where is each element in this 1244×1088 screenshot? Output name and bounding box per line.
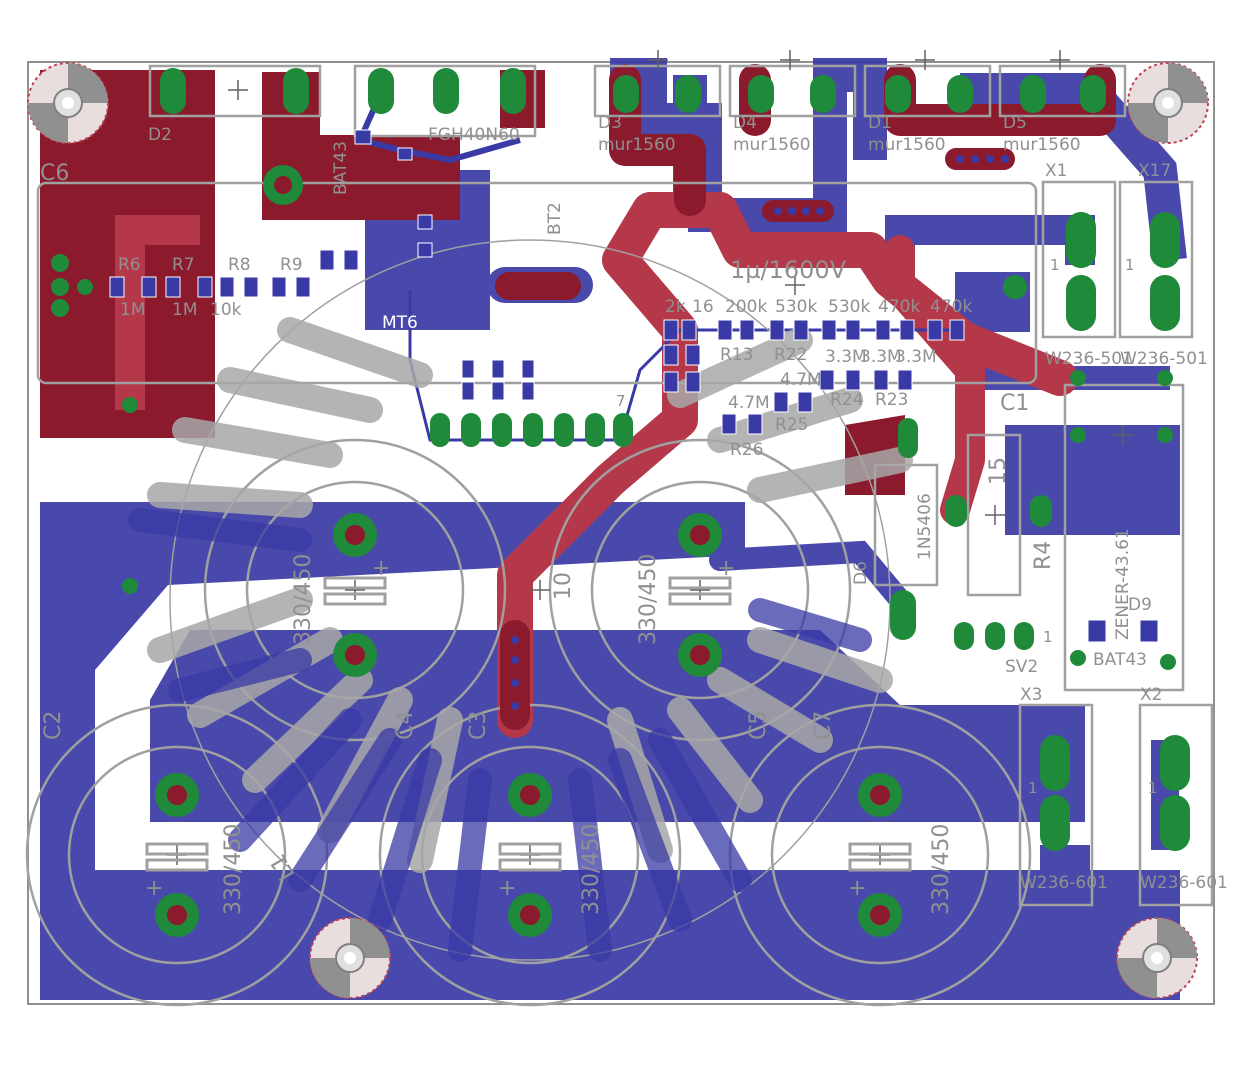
label-1n5406: 1N5406: [915, 493, 935, 560]
label-w236-601-a: W236-601: [1020, 873, 1108, 893]
label-mt6: MT6: [382, 313, 418, 333]
silkscreen-labels: D2 D3 mur1560 D4 mur1560 D1 mur1560 D5 m…: [40, 113, 1228, 915]
label-r-val2-2: 3.3M: [895, 347, 937, 367]
label-r13: R13: [720, 345, 753, 365]
pads-layer: [160, 68, 1190, 851]
label-r7: R7: [172, 255, 195, 275]
label-zener: ZENER-43.61: [1113, 528, 1133, 640]
svg-text:+: +: [717, 556, 735, 581]
label-x-pin-b: 1: [1125, 256, 1135, 274]
mounting-hole-bl: [309, 917, 391, 999]
svg-text:+: +: [145, 876, 163, 901]
label-c4: C4: [393, 711, 418, 740]
label-r-val-0: 2k: [665, 297, 686, 317]
mounting-holes: [27, 62, 1209, 999]
label-header-pin: 7: [616, 392, 626, 410]
label-c3: C3: [466, 711, 491, 740]
label-d2: D2: [148, 125, 172, 145]
svg-text:+: +: [848, 876, 866, 901]
toroid-windings: [147, 317, 913, 873]
label-x-pin-c: 1: [1028, 779, 1038, 797]
label-r-val-6: 470k: [930, 297, 972, 317]
label-r26: R26: [730, 440, 763, 460]
round-pads: [51, 148, 1176, 937]
label-r-val2-1: 3.3M: [860, 347, 902, 367]
label-r24: R24: [830, 390, 863, 410]
label-r-val-1: 16: [692, 297, 714, 317]
label-r4: R4: [1031, 541, 1056, 570]
label-4-7m: 4.7M: [780, 370, 822, 390]
label-10: 10: [551, 572, 576, 600]
label-r8: R8: [228, 255, 251, 275]
label-4-7m-b: 4.7M: [728, 393, 770, 413]
label-d9: D9: [1128, 595, 1152, 615]
label-r7-val: 1M: [172, 300, 197, 320]
label-c1: C1: [1000, 391, 1029, 416]
label-c7: C7: [811, 711, 836, 740]
label-w236-601-b: W236-601: [1140, 873, 1228, 893]
label-mur-c: mur1560: [868, 135, 946, 155]
label-r6-val: 1M: [120, 300, 145, 320]
label-w236-501-b: W236-501: [1120, 349, 1208, 369]
top-trace-left: [115, 215, 200, 410]
label-r-val-2: 200k: [725, 297, 767, 317]
label-sv2: SV2: [1005, 657, 1038, 677]
label-r-val2-0: 3.3M: [825, 347, 867, 367]
label-mur-a: mur1560: [598, 135, 676, 155]
label-r23: R23: [875, 390, 908, 410]
label-r22: R22: [774, 345, 807, 365]
svg-text:+: +: [498, 876, 516, 901]
label-mur-b: mur1560: [733, 135, 811, 155]
label-w236-501-a: W236-501: [1045, 349, 1133, 369]
mounting-hole-tr: [1127, 62, 1209, 144]
smd-resistors: [109, 129, 1159, 643]
label-mur-d: mur1560: [1003, 135, 1081, 155]
label-elyt-b: 330/450: [636, 554, 661, 645]
mounting-hole-br: [1116, 917, 1198, 999]
label-elyt-e: 330/450: [929, 824, 954, 915]
label-d1: D1: [868, 113, 892, 133]
label-x1: X1: [1045, 161, 1067, 181]
label-x3: X3: [1020, 685, 1042, 705]
label-x-pin-d: 1: [1148, 779, 1158, 797]
label-d5: D5: [1003, 113, 1027, 133]
label-cap-1u: 1µ/1600V: [730, 256, 847, 284]
label-bat43-b: BAT43: [1093, 650, 1147, 670]
mounting-hole-tl: [27, 62, 109, 144]
label-r8-val: 10k: [210, 300, 242, 320]
label-r-val-4: 530k: [828, 297, 870, 317]
label-x2: X2: [1140, 685, 1162, 705]
bottom-trace-d6: [709, 540, 911, 611]
label-r9: R9: [280, 255, 303, 275]
label-r-val-3: 530k: [775, 297, 817, 317]
label-elyt-d: 330/450: [579, 824, 604, 915]
label-bat43-a: BAT43: [331, 141, 351, 195]
label-elyt-c: 330/450: [221, 824, 246, 915]
label-c6: C6: [40, 161, 69, 186]
label-sv2-pin: 1: [1043, 628, 1053, 646]
label-elyt-a: 330/450: [291, 554, 316, 645]
svg-text:+: +: [372, 556, 390, 581]
label-r4-val: 15: [986, 457, 1011, 485]
label-d6: D6: [851, 561, 871, 585]
label-d3: D3: [598, 113, 622, 133]
label-r-val-5: 470k: [878, 297, 920, 317]
label-c5: C5: [746, 711, 771, 740]
label-x-pin-a: 1: [1050, 256, 1060, 274]
cap-polarity-marks: [145, 576, 912, 872]
label-bt2: BT2: [545, 202, 565, 235]
label-c2: C2: [41, 711, 66, 740]
label-x17: X17: [1138, 161, 1171, 181]
bottom-pad-x: [1040, 845, 1090, 900]
label-igbt: FGH40N60: [428, 125, 520, 145]
label-d4: D4: [733, 113, 757, 133]
label-r6: R6: [118, 255, 141, 275]
top-trace-right: [885, 235, 985, 525]
plus-marks: + + + + +: [145, 556, 866, 901]
label-r25: R25: [775, 415, 808, 435]
toroid-windings-bottom: [128, 508, 872, 962]
